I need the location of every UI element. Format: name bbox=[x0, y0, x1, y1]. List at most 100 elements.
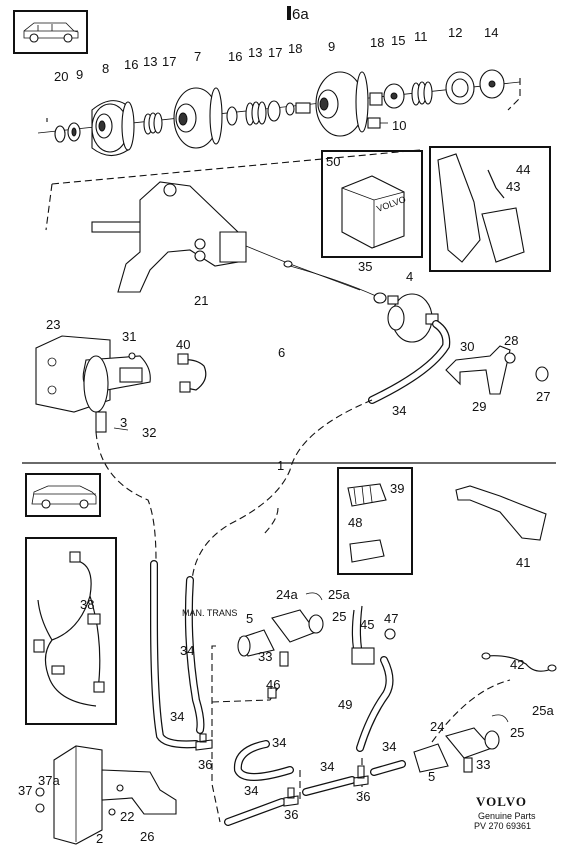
callout: 5 bbox=[246, 611, 253, 626]
bracket-41 bbox=[455, 485, 547, 541]
callout: 44 bbox=[516, 162, 530, 177]
callout: 11 bbox=[414, 29, 428, 44]
callout: 49 bbox=[338, 697, 352, 712]
callout: 37a bbox=[38, 773, 60, 788]
callout: 20 bbox=[54, 69, 68, 84]
page-header: 6a bbox=[292, 6, 309, 23]
callout: 26 bbox=[140, 829, 154, 844]
cable-42 bbox=[485, 655, 555, 672]
callout: 8 bbox=[102, 61, 109, 76]
callout: 23 bbox=[46, 317, 60, 332]
callout: 25a bbox=[532, 703, 554, 718]
callout: 16 bbox=[228, 49, 242, 64]
car-icon-box-lower bbox=[25, 473, 101, 517]
t-piece-36a bbox=[195, 733, 213, 751]
man-trans-annotation: MAN. TRANS bbox=[182, 608, 237, 618]
callout: 34 bbox=[180, 643, 194, 658]
t-piece-36b bbox=[283, 787, 299, 807]
footer-brand: VOLVO bbox=[476, 794, 527, 809]
callout: 18 bbox=[288, 41, 302, 56]
callout: 9 bbox=[76, 67, 83, 82]
callout: 36 bbox=[356, 789, 370, 804]
bracket-assembly bbox=[91, 181, 361, 293]
callout: 28 bbox=[504, 333, 518, 348]
routing-dashes bbox=[95, 399, 373, 581]
callout: 7 bbox=[194, 49, 201, 64]
callout: 35 bbox=[358, 259, 372, 274]
callout: 21 bbox=[194, 293, 208, 308]
callout: 24a bbox=[276, 587, 298, 602]
callout: 34 bbox=[392, 403, 406, 418]
page-header-mark bbox=[287, 6, 291, 20]
callout: 40 bbox=[176, 337, 190, 352]
callout: 32 bbox=[142, 425, 156, 440]
wiring-harness-box bbox=[25, 537, 117, 725]
callout: 31 bbox=[122, 329, 136, 344]
valve-5-lower bbox=[413, 714, 509, 773]
callout: 27 bbox=[536, 389, 550, 404]
callout: 34 bbox=[320, 759, 334, 774]
callout: 30 bbox=[460, 339, 474, 354]
callout: 25 bbox=[510, 725, 524, 740]
group-label-lower: 1 bbox=[277, 458, 284, 473]
callout: 48 bbox=[348, 515, 362, 530]
group-label-upper: 6 bbox=[278, 345, 285, 360]
callout: 50 bbox=[326, 154, 340, 169]
callout: 46 bbox=[266, 677, 280, 692]
callout: 41 bbox=[516, 555, 530, 570]
callout: 12 bbox=[448, 25, 462, 40]
kit-box-50: VOLVO bbox=[321, 150, 423, 258]
callout: 33 bbox=[258, 649, 272, 664]
callout: 2 bbox=[96, 831, 103, 846]
relay-box bbox=[337, 467, 413, 575]
footer-genuine-parts: Genuine Parts bbox=[478, 811, 536, 821]
callout: 13 bbox=[143, 54, 157, 69]
callout: 18 bbox=[370, 35, 384, 50]
callout: 43 bbox=[506, 179, 520, 194]
callout: 34 bbox=[244, 783, 258, 798]
car-icon-box-upper bbox=[13, 10, 88, 54]
footer-reference: PV 270 69361 bbox=[474, 821, 531, 831]
hoses-lower bbox=[150, 560, 406, 826]
callout: 36 bbox=[198, 757, 212, 772]
callout: 14 bbox=[484, 25, 498, 40]
cruise-control-unit bbox=[35, 335, 151, 433]
callout: 36 bbox=[284, 807, 298, 822]
module-bracket-2 bbox=[35, 745, 177, 845]
vacuum-booster-4 bbox=[289, 265, 439, 343]
callout: 17 bbox=[162, 54, 176, 69]
callout: 34 bbox=[170, 709, 184, 724]
callout: 34 bbox=[382, 739, 396, 754]
callout: 10 bbox=[392, 118, 406, 133]
callout: 13 bbox=[248, 45, 262, 60]
callout: 25a bbox=[328, 587, 350, 602]
callout: 45 bbox=[360, 617, 374, 632]
callout: 24 bbox=[430, 719, 444, 734]
booster-assembly-exploded bbox=[37, 69, 521, 157]
callout: 42 bbox=[510, 657, 524, 672]
callout: 15 bbox=[391, 33, 405, 48]
callout: 29 bbox=[472, 399, 486, 414]
callout: 17 bbox=[268, 45, 282, 60]
callout: 33 bbox=[476, 757, 490, 772]
callout: 25 bbox=[332, 609, 346, 624]
callout: 38 bbox=[80, 597, 94, 612]
callout-labels: 20 9 8 16 13 17 7 16 13 17 18 9 18 15 11… bbox=[18, 25, 554, 846]
callout: 16 bbox=[124, 57, 138, 72]
routing-dashes-lower bbox=[211, 645, 511, 823]
callout: 5 bbox=[428, 769, 435, 784]
t-piece-36c bbox=[353, 765, 369, 787]
callout: 39 bbox=[390, 481, 404, 496]
valve-45 bbox=[351, 605, 396, 665]
callout: 9 bbox=[328, 39, 335, 54]
callout: 22 bbox=[120, 809, 134, 824]
valve-5-upper bbox=[237, 592, 324, 699]
callout: 37 bbox=[18, 783, 32, 798]
callout: 34 bbox=[272, 735, 286, 750]
pedal-detail-box bbox=[429, 146, 551, 272]
guide-line-upper bbox=[45, 78, 521, 231]
callout: 4 bbox=[406, 269, 413, 284]
callout: 3 bbox=[120, 415, 127, 430]
callout: 47 bbox=[384, 611, 398, 626]
